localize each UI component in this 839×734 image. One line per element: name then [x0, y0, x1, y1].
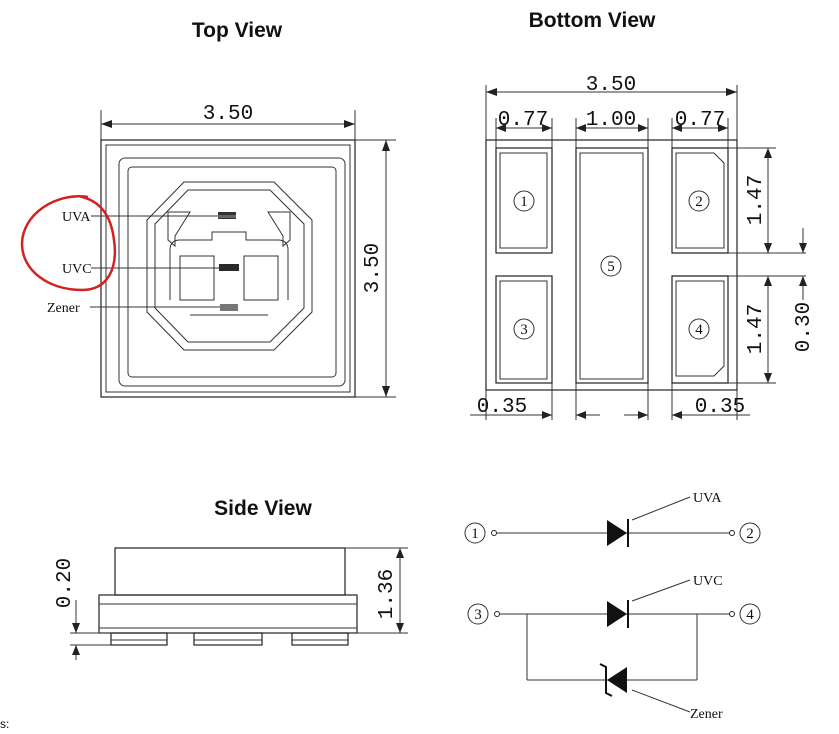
zener-diode-icon	[607, 667, 627, 693]
pad-1-number: 1	[520, 194, 528, 210]
side-view: 1.36 0.20	[54, 547, 408, 660]
pad-left-width: 0.77	[498, 109, 548, 132]
top-view-title: Top View	[192, 19, 283, 42]
annotation-circle	[20, 194, 117, 292]
pad-gap-dimension: 0.30	[793, 302, 816, 352]
schematic-uva-label: UVA	[693, 491, 722, 506]
circuit-schematic: 1 2 UVA 3 4 UVC Zener	[464, 491, 761, 722]
schematic-pin-2: 2	[746, 526, 754, 542]
pad-height-upper: 1.47	[745, 175, 768, 225]
bottom-width-dimension: 3.50	[586, 74, 636, 97]
top-view: 3.50 3.50 UVA UVC Zene	[20, 103, 396, 398]
pad-3-number: 3	[520, 322, 528, 338]
edge-right-dimension: 0.35	[695, 396, 745, 419]
schematic-pin-4: 4	[746, 607, 754, 623]
top-width-dimension: 3.50	[203, 103, 253, 126]
uvc-label: UVC	[62, 262, 92, 277]
bottom-view: 3.50 0.77 1.00 0.77 1	[470, 74, 816, 420]
pad-center-width: 1.00	[586, 109, 636, 132]
pad-right-width: 0.77	[675, 109, 725, 132]
uvc-diode-icon	[607, 601, 627, 627]
side-view-title: Side View	[214, 497, 312, 520]
side-height-dimension: 1.36	[376, 569, 399, 619]
side-base-dimension: 0.20	[54, 558, 77, 608]
edge-left-dimension: 0.35	[477, 396, 527, 419]
pad-height-lower: 1.47	[745, 304, 768, 354]
bottom-view-title: Bottom View	[529, 9, 656, 32]
pad-5-number: 5	[607, 259, 615, 275]
uva-diode-icon	[607, 520, 627, 546]
schematic-zener-label: Zener	[690, 707, 723, 722]
schematic-uvc-label: UVC	[693, 574, 723, 589]
schematic-pin-1: 1	[471, 526, 479, 542]
zener-label: Zener	[47, 301, 80, 316]
top-height-dimension: 3.50	[362, 243, 385, 293]
uva-label: UVA	[62, 210, 91, 225]
schematic-pin-3: 3	[474, 607, 482, 623]
pad-4-number: 4	[695, 322, 703, 338]
footer-text: s:	[0, 717, 9, 731]
pad-2-number: 2	[695, 194, 703, 210]
